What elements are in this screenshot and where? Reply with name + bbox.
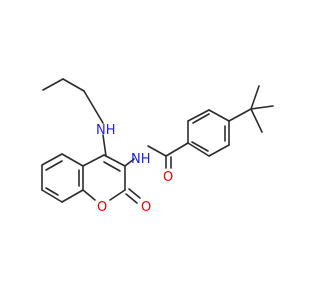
phenyl-ring [187,109,230,157]
c4-n-bond [102,134,107,157]
molecule-structure: NH NH O O O [41,78,274,215]
amide-nh-label: NH [131,152,151,167]
benzo-ring [41,153,84,203]
lactone-oxygen-label: O [141,200,151,215]
amide-oxygen-label: O [163,170,173,185]
amino-nh-label: NH [96,123,116,138]
tert-butyl-group [228,85,274,133]
ring-oxygen-label: O [97,200,107,215]
amide-linkage [124,142,189,169]
propyl-chain [42,78,104,124]
pyranone-ring [82,154,141,204]
